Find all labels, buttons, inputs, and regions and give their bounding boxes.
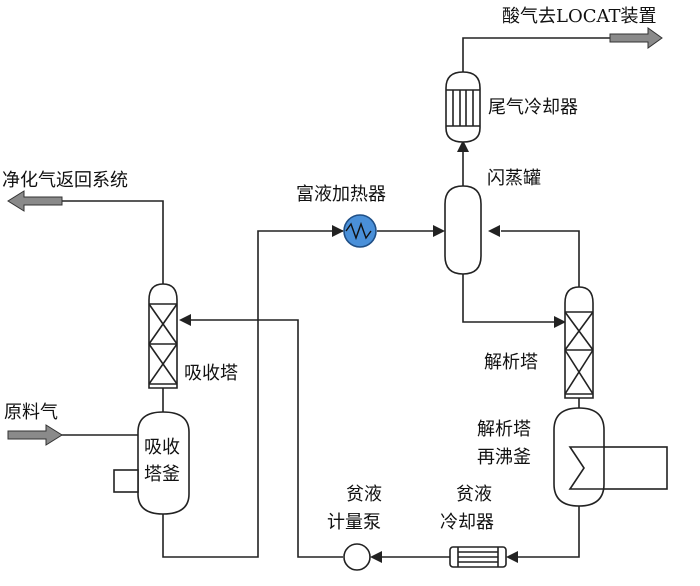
stripper-reboiler	[553, 407, 668, 507]
arrow-into-flash	[433, 225, 445, 237]
stripper-reboiler-label-2: 再沸釜	[477, 447, 531, 468]
lean-cooler-label-2: 冷却器	[440, 512, 494, 533]
absorber-kettle	[113, 411, 190, 515]
arrow-into-heater	[332, 225, 344, 237]
lean-pump-label-1: 贫液	[346, 484, 382, 505]
absorber-kettle-label-2: 塔釜	[144, 464, 180, 485]
arrow-into-cooler	[457, 140, 469, 152]
stripper-vapor-pipe	[501, 230, 580, 287]
purified-gas-label: 净化气返回系统	[2, 170, 128, 191]
absorber-label: 吸收塔	[184, 363, 238, 384]
purified-gas-out-arrow	[7, 190, 63, 212]
feed-gas-label: 原料气	[4, 402, 58, 423]
lean-cooler	[449, 546, 507, 568]
rich-liquid-heater-label: 富液加热器	[296, 184, 386, 205]
arrow-into-lean-cooler	[506, 551, 518, 563]
arrow-into-stripper	[554, 316, 566, 328]
stripper-label: 解析塔	[484, 352, 538, 373]
flash-tank	[444, 185, 482, 275]
lean-pump-label-2: 计量泵	[327, 512, 381, 533]
arrow-into-absorber	[179, 314, 191, 326]
acid-gas-pipe	[462, 37, 612, 72]
stripper-reboiler-label-1: 解析塔	[477, 419, 531, 440]
acid-gas-label: 酸气去LOCAT装置	[502, 6, 657, 27]
arrow-vapor-into-flash	[488, 225, 500, 237]
feed-gas-in-arrow	[7, 424, 63, 446]
lean-return-pipe	[518, 506, 580, 558]
flash-to-stripper-pipe	[462, 273, 555, 323]
acid-gas-out-arrow	[609, 27, 663, 49]
absorber-kettle-label-1: 吸收	[144, 437, 180, 458]
lean-cooler-label-1: 贫液	[456, 484, 492, 505]
flash-tank-label: 闪蒸罐	[487, 168, 541, 189]
tail-gas-cooler	[445, 71, 481, 143]
arrow-into-pump	[370, 551, 382, 563]
tail-gas-cooler-label: 尾气冷却器	[488, 97, 578, 118]
absorber-column	[148, 283, 178, 412]
rich-liquid-heater	[343, 214, 377, 248]
rich-liquid-pipe	[162, 230, 343, 558]
purified-gas-pipe	[60, 200, 164, 284]
stripper-column	[564, 286, 594, 408]
pump-to-absorber-pipe	[190, 319, 343, 558]
lean-pump	[343, 543, 371, 571]
